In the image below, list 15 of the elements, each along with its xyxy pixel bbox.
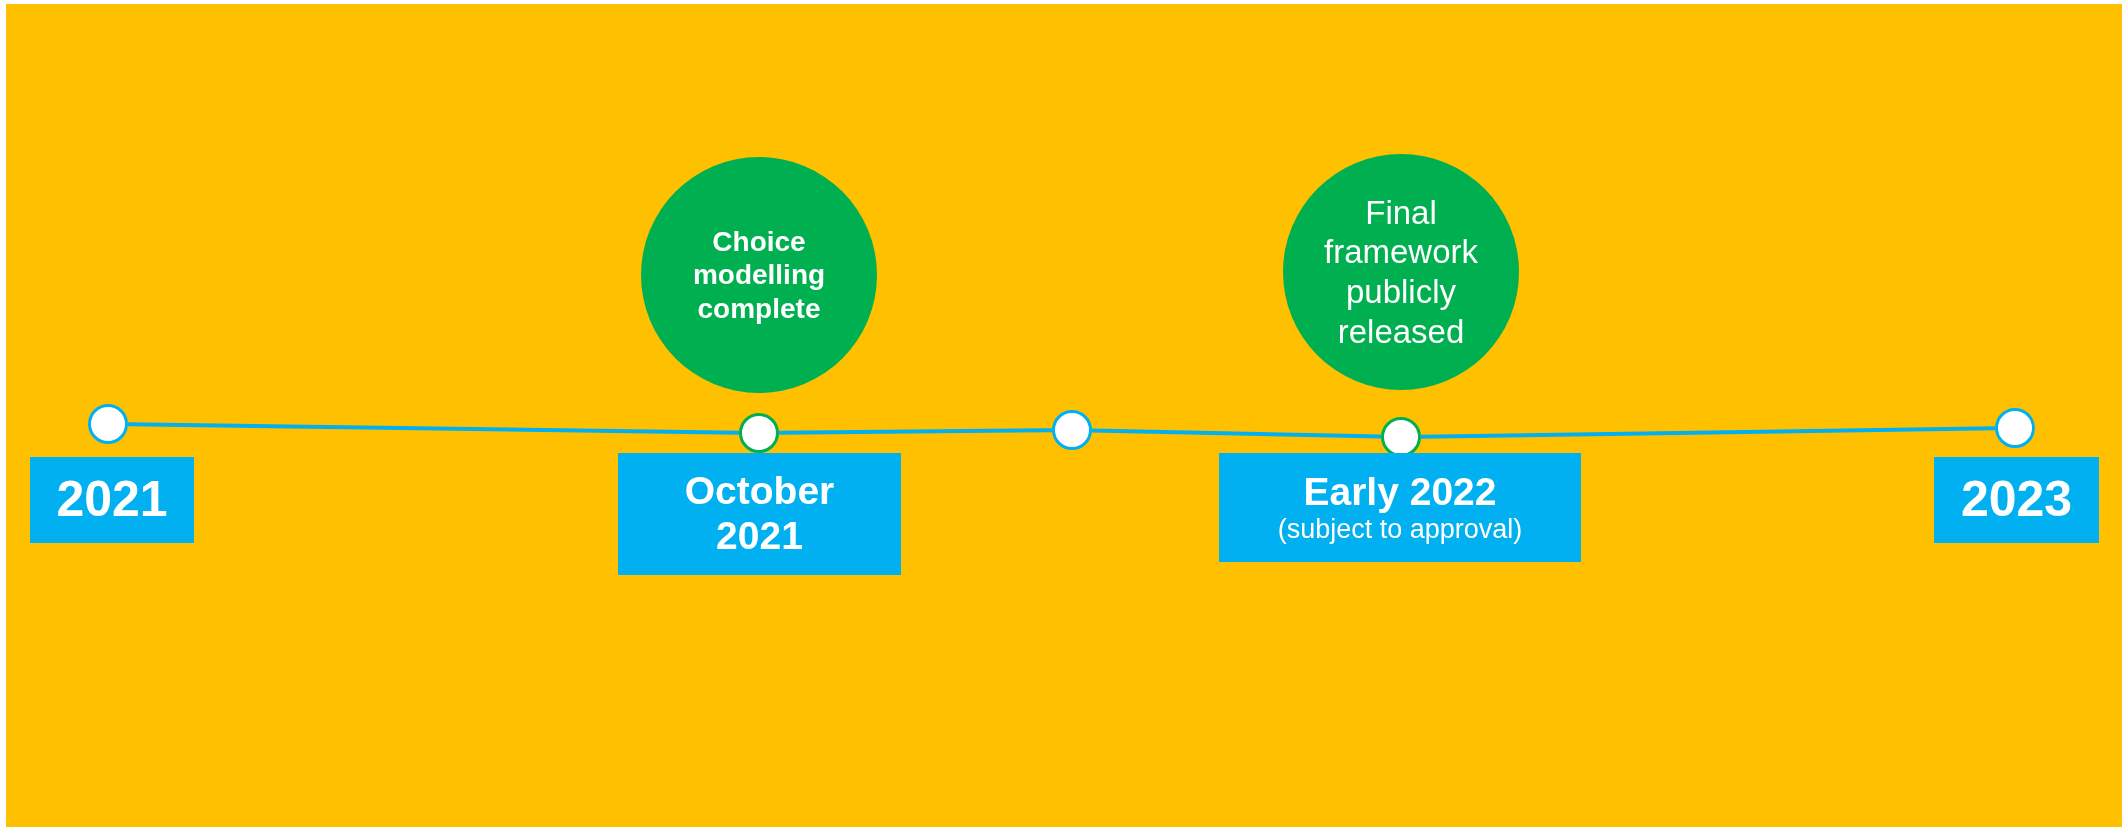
date-box (30, 457, 194, 543)
timeline-line (1420, 426, 1996, 439)
milestone-text: Choice modelling complete (691, 224, 827, 326)
milestone-text: Final framework publicly released (1323, 192, 1479, 352)
date-label: 2021 (56, 471, 168, 529)
date-box (1934, 457, 2099, 543)
date-label: October 2021 (683, 469, 836, 559)
date-box (618, 453, 901, 575)
date-label: Early 2022 (1303, 469, 1497, 515)
timeline-line (778, 428, 1053, 435)
timeline-line (1091, 428, 1382, 439)
note-text: (subject to approval) (1277, 514, 1523, 546)
date-box (1219, 453, 1581, 562)
timeline-line (127, 422, 740, 435)
date-label: 2023 (1960, 471, 2073, 529)
